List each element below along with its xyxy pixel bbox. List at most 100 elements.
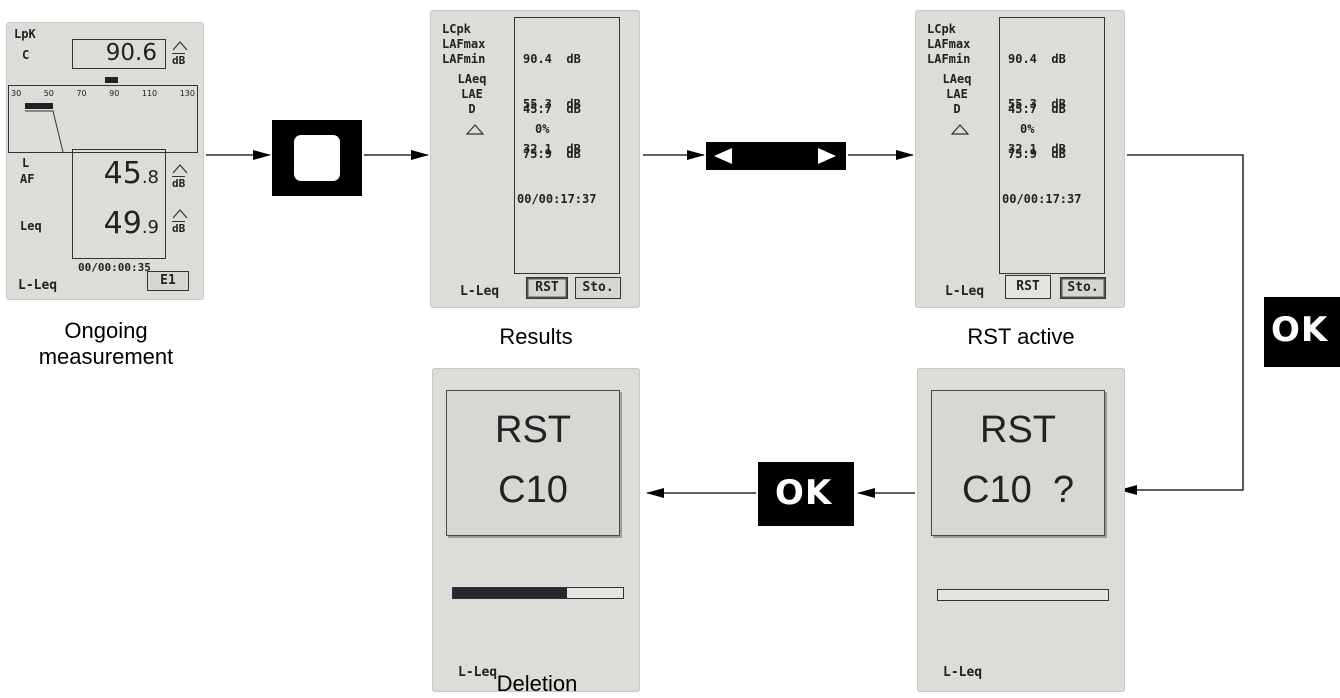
result-value: 90.4 dB [1008, 52, 1066, 66]
screen-deletion: RST C10 L-Leq [432, 368, 640, 692]
caption-results: Results [499, 324, 573, 349]
softkey-rst[interactable]: RST [526, 277, 568, 299]
result-label: LAFmax [927, 37, 971, 51]
l-label: L [22, 156, 30, 170]
mode-label: L-Leq [458, 665, 498, 680]
ok-label: OK [775, 473, 833, 513]
results-labels: LCpk LAFmax LAFmin [927, 22, 970, 67]
softkey-store[interactable]: Sto. [575, 277, 621, 299]
db-unit: dB [172, 176, 186, 190]
caption-line: measurement [38, 344, 174, 369]
triangle-icon [172, 41, 188, 51]
leq-value-main: 49 [103, 206, 142, 241]
result-value: 00/00:17:37 [517, 192, 597, 206]
result-label: D [468, 102, 476, 116]
screen-results: LCpk LAFmax LAFmin LAeq LAE D 90.4 dB 55… [430, 10, 640, 308]
triangle-icon [172, 209, 188, 219]
deletion-progress-bar [452, 587, 624, 599]
result-label: LAeq [457, 72, 487, 86]
screen-rst-active: LCpk LAFmax LAFmin LAeq LAE D 90.4 dB 55… [915, 10, 1125, 308]
caption-ongoing: Ongoing measurement [4, 318, 208, 370]
main-values-box: 45.8 49.9 [72, 149, 166, 259]
caption-rst-active: RST active [967, 324, 1075, 349]
softkey-e1[interactable]: E1 [147, 271, 189, 291]
db-unit: dB [172, 221, 186, 235]
stop-key[interactable] [272, 120, 362, 196]
scale-ticks: 30 50 70 90 110 130 [11, 89, 195, 98]
result-value: 32.1 dB [1008, 142, 1066, 156]
result-value: 45.7 dB [1008, 102, 1066, 116]
mode-label: L-Leq [945, 284, 985, 299]
results-panel: 90.4 dB 55.3 dB 32.1 dB 45.7 dB 75.9 dB … [999, 17, 1105, 274]
peak-value-box: 90.6 [72, 39, 166, 69]
overload-percent: 0% [535, 122, 550, 136]
results-labels-2: LAeq LAE D [927, 72, 987, 117]
ok-key[interactable]: OK [1264, 297, 1340, 367]
af-value-main: 45 [103, 156, 142, 191]
results-labels: LCpk LAFmax LAFmin [442, 22, 485, 67]
results-panel: 90.4 dB 55.3 dB 32.1 dB 45.7 dB 75.9 dB … [514, 17, 620, 274]
deletion-dialog: RST C10 [446, 390, 620, 536]
elapsed-time: 00/00:00:35 [78, 261, 151, 274]
result-label: LAFmax [442, 37, 486, 51]
results-values: 90.4 dB 55.3 dB 32.1 dB [1008, 22, 1066, 187]
db-unit: dB [172, 53, 186, 67]
right-arrow-icon [818, 148, 836, 164]
tick-label: 110 [141, 89, 158, 98]
result-label: LCpk [927, 22, 956, 36]
results-values: 90.4 dB 55.3 dB 32.1 dB [523, 22, 581, 187]
result-value: 45.7 dB [523, 102, 581, 116]
deletion-progress-fill [453, 588, 567, 598]
result-label: LAFmin [927, 52, 971, 66]
ok-key[interactable]: OK [758, 462, 854, 526]
mode-label: L-Leq [943, 665, 983, 680]
leq-value: 49.9 [104, 206, 159, 241]
tick-label: 130 [179, 89, 195, 98]
result-label: LAeq [942, 72, 972, 86]
result-value: 55.3 dB [1008, 97, 1066, 111]
tick-label: 30 [11, 89, 22, 98]
af-label: AF [20, 172, 35, 186]
screen-confirm-reset: RST C10 ? L-Leq [917, 368, 1125, 692]
progress-bar [937, 589, 1109, 601]
stop-square-icon [294, 135, 340, 181]
screen-ongoing-measurement: LpK C 90.6 dB 30 50 70 90 110 130 L AF L… [6, 22, 204, 300]
lpk-label: LpK [14, 27, 36, 41]
bar-pointer-line [25, 110, 64, 152]
ok-label: OK [1271, 310, 1329, 350]
triangle-icon [172, 164, 188, 174]
leq-value-decimal: .9 [141, 217, 159, 238]
result-value: 55.3 dB [523, 97, 581, 111]
peak-value: 90.6 [105, 40, 157, 66]
result-label: LAFmin [442, 52, 486, 66]
result-value: 32.1 dB [523, 142, 581, 156]
overload-percent: 0% [1020, 122, 1035, 136]
c-weighting-label: C [22, 48, 30, 62]
result-value: 90.4 dB [523, 52, 581, 66]
left-right-key[interactable] [706, 142, 846, 170]
result-value: 75.9 dB [1008, 147, 1066, 161]
result-value: 00/00:17:37 [1002, 192, 1082, 206]
result-value: 75.9 dB [523, 147, 581, 161]
arrow-rst-to-confirm [1119, 154, 1244, 495]
overload-triangle-icon [466, 124, 484, 135]
caption-line: Ongoing [64, 318, 148, 343]
af-value: 45.8 [104, 156, 159, 191]
result-label: LAE [461, 87, 483, 101]
level-bargraph: 30 50 70 90 110 130 [8, 85, 198, 153]
overload-triangle-icon [951, 124, 969, 135]
result-label: D [953, 102, 961, 116]
tick-label: 50 [43, 89, 54, 98]
dialog-line-1: RST [980, 409, 1056, 451]
tick-label: 70 [76, 89, 87, 98]
caption-deletion: Deletion [496, 671, 578, 696]
result-label: LCpk [442, 22, 471, 36]
dialog-line-2: C10 ? [962, 469, 1074, 511]
softkey-rst[interactable]: RST [1005, 275, 1051, 299]
leq-label: Leq [20, 219, 42, 233]
mode-label: L-Leq [460, 284, 500, 299]
dialog-line-2: C10 [498, 469, 568, 511]
softkey-store[interactable]: Sto. [1060, 277, 1106, 299]
left-arrow-icon [714, 148, 732, 164]
